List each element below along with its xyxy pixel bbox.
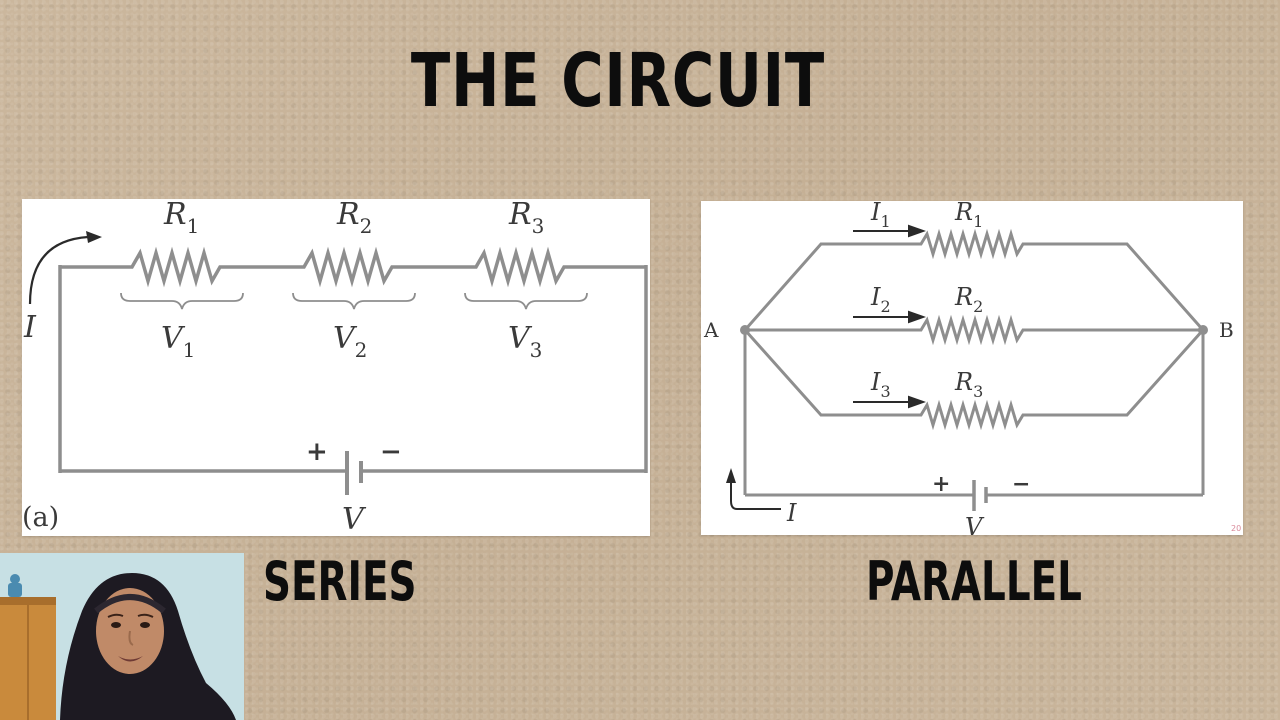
brace-v3	[464, 292, 588, 310]
series-voltage-letter-3: V	[508, 321, 533, 356]
series-current-arrow	[28, 235, 89, 305]
series-current-arrowhead	[86, 231, 102, 243]
parallel-resistor-letter-1: R	[954, 201, 973, 226]
parallel-resistor-label-1: R1	[954, 201, 983, 231]
parallel-source-label: V	[965, 513, 985, 535]
series-resistor-label-2: R2	[336, 199, 372, 238]
parallel-loop-current-label: I	[786, 499, 797, 527]
parallel-resistor-sub-2: 2	[973, 297, 983, 316]
branch-current-arrowhead-3	[908, 395, 926, 409]
series-circuit-svg: R1 R2 R3 V1 V2 V3 I V + − (a)	[22, 199, 648, 536]
slide-title: THE CIRCUIT	[410, 38, 826, 124]
series-resistor-letter-3: R	[508, 199, 532, 232]
presenter-webcam	[0, 553, 244, 720]
parallel-branch-2	[745, 314, 1203, 346]
node-a-label: A	[703, 318, 719, 342]
series-resistor-label-3: R3	[508, 199, 544, 238]
series-voltage-label-3: V3	[508, 321, 542, 362]
parallel-caption: PARALLEL	[866, 550, 1082, 613]
series-voltage-sub-1: 1	[183, 338, 196, 362]
parallel-battery-minus: −	[1012, 471, 1030, 497]
series-resistor-label-1: R1	[163, 199, 199, 238]
series-resistor-letter-2: R	[336, 199, 360, 232]
parallel-battery-plus: +	[932, 471, 950, 497]
parallel-current-sub-1: 1	[880, 212, 890, 231]
parallel-resistor-sub-3: 3	[973, 382, 983, 401]
node-b-dot	[1198, 325, 1208, 335]
series-current-label: I	[23, 310, 37, 345]
parallel-circuit-diagram: I1 I2 I3 R1 R2 R3 I V A B + − 20	[701, 201, 1243, 535]
series-resistor-sub-2: 2	[360, 214, 373, 238]
parallel-current-sub-2: 2	[880, 297, 890, 316]
brace-v1	[120, 292, 244, 310]
parallel-resistor-letter-3: R	[954, 368, 973, 396]
parallel-current-sub-3: 3	[880, 382, 890, 401]
parallel-loop-current-arrow	[730, 481, 781, 510]
parallel-resistor-letter-2: R	[954, 283, 973, 311]
series-voltage-letter-1: V	[161, 321, 186, 356]
parallel-circuit-svg: I1 I2 I3 R1 R2 R3 I V A B + − 20	[703, 201, 1241, 535]
series-voltage-letter-2: V	[333, 321, 358, 356]
series-source-label: V	[342, 502, 367, 536]
series-resistor-letter-1: R	[163, 199, 187, 232]
series-resistor-sub-1: 1	[187, 214, 200, 238]
branch-current-arrowhead-1	[908, 224, 926, 238]
series-battery-minus: −	[380, 437, 402, 467]
parallel-resistor-label-3: R3	[954, 368, 983, 401]
parallel-resistor-sub-1: 1	[973, 212, 983, 231]
series-circuit-diagram: R1 R2 R3 V1 V2 V3 I V + − (a)	[22, 199, 650, 536]
series-voltage-label-2: V2	[333, 321, 367, 362]
parallel-branch-1	[743, 228, 1205, 331]
parallel-branch-3	[743, 329, 1205, 431]
series-voltage-label-1: V1	[161, 321, 195, 362]
parallel-current-letter-2: I	[870, 283, 881, 311]
parallel-loop-current-arrowhead	[726, 468, 736, 483]
parallel-current-label-3: I3	[870, 368, 891, 401]
series-voltage-sub-3: 3	[530, 338, 543, 362]
background-figurine	[8, 583, 22, 597]
series-voltage-sub-2: 2	[355, 338, 368, 362]
node-b-label: B	[1219, 318, 1234, 342]
series-resistor-sub-3: 3	[532, 214, 545, 238]
presenter-webcam-image	[0, 553, 244, 720]
series-caption: SERIES	[263, 550, 417, 613]
parallel-current-label-1: I1	[870, 201, 891, 231]
brace-v2	[292, 292, 416, 310]
slide-page-number: 20	[1231, 524, 1241, 533]
node-a-dot	[740, 325, 750, 335]
series-battery-plus: +	[306, 437, 328, 467]
parallel-current-letter-1: I	[870, 201, 881, 226]
parallel-current-label-2: I2	[870, 283, 891, 316]
series-top-wire	[60, 246, 646, 288]
branch-current-arrowhead-2	[908, 310, 926, 324]
series-figure-tag: (a)	[22, 502, 59, 533]
parallel-current-letter-3: I	[870, 368, 881, 396]
parallel-resistor-label-2: R2	[954, 283, 983, 316]
